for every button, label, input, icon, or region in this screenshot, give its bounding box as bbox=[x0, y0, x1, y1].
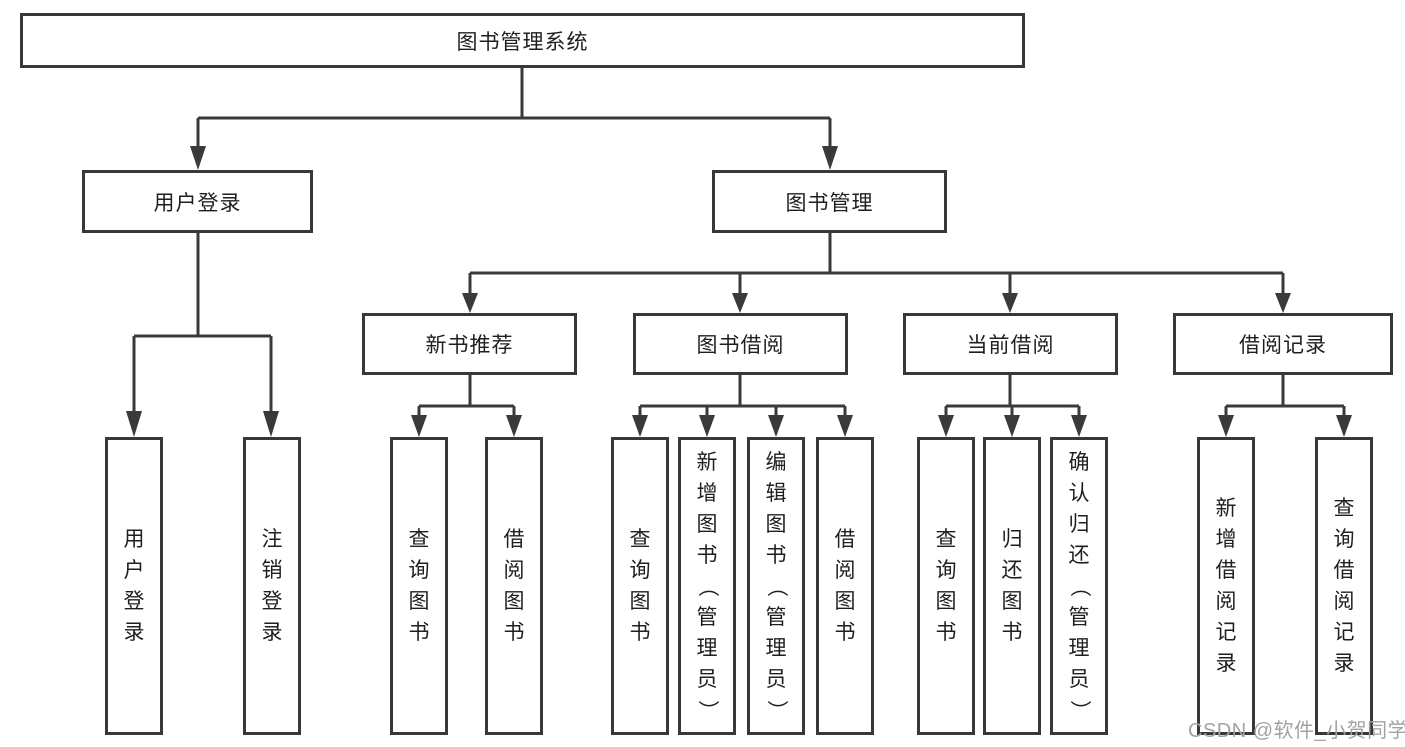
node-user-login: 用户登录 bbox=[82, 170, 313, 233]
node-root-label: 图书管理系统 bbox=[456, 30, 589, 54]
node-current-borrow: 当前借阅 bbox=[903, 313, 1118, 375]
node-user-login-label: 用户登录 bbox=[153, 191, 242, 215]
leaf-query-borrow-record: 查询借阅记录 bbox=[1315, 437, 1373, 735]
node-book-management-label: 图书管理 bbox=[785, 191, 874, 215]
leaf-user-login-label: 用户登录 bbox=[123, 528, 145, 644]
leaf-add-book-admin: 新增图书（管理员） bbox=[678, 437, 736, 735]
leaf-add-borrow-record: 新增借阅记录 bbox=[1197, 437, 1255, 735]
node-current-borrow-label: 当前借阅 bbox=[966, 334, 1055, 357]
node-borrow-records-label: 借阅记录 bbox=[1239, 334, 1327, 357]
leaf-confirm-return-admin-label: 确认归还（管理员） bbox=[1067, 450, 1091, 721]
leaf-borrow-books-recommend: 借阅图书 bbox=[485, 437, 543, 735]
leaf-query-books-recommend-label: 查询图书 bbox=[408, 528, 430, 644]
node-book-management: 图书管理 bbox=[712, 170, 947, 233]
leaf-add-borrow-record-label: 新增借阅记录 bbox=[1215, 497, 1237, 675]
node-book-borrow: 图书借阅 bbox=[633, 313, 848, 375]
leaf-edit-book-admin: 编辑图书（管理员） bbox=[747, 437, 805, 735]
leaf-query-books-current-label: 查询图书 bbox=[935, 528, 957, 644]
leaf-logout: 注销登录 bbox=[243, 437, 301, 735]
leaf-query-borrow-record-label: 查询借阅记录 bbox=[1333, 497, 1355, 675]
leaf-confirm-return-admin: 确认归还（管理员） bbox=[1050, 437, 1108, 735]
node-new-book-recommend-label: 新书推荐 bbox=[425, 334, 514, 357]
leaf-borrow-books-recommend-label: 借阅图书 bbox=[503, 528, 525, 644]
node-book-borrow-label: 图书借阅 bbox=[696, 334, 785, 357]
leaf-add-book-admin-label: 新增图书（管理员） bbox=[695, 450, 719, 721]
leaf-edit-book-admin-label: 编辑图书（管理员） bbox=[764, 450, 788, 721]
leaf-return-books-label: 归还图书 bbox=[1001, 528, 1023, 644]
leaf-query-books-recommend: 查询图书 bbox=[390, 437, 448, 735]
leaf-borrow-books: 借阅图书 bbox=[816, 437, 874, 735]
leaf-return-books: 归还图书 bbox=[983, 437, 1041, 735]
node-borrow-records: 借阅记录 bbox=[1173, 313, 1393, 375]
leaf-logout-label: 注销登录 bbox=[261, 528, 283, 644]
leaf-query-books-borrow: 查询图书 bbox=[611, 437, 669, 735]
leaf-user-login: 用户登录 bbox=[105, 437, 163, 735]
node-root: 图书管理系统 bbox=[20, 13, 1025, 68]
csdn-watermark: CSDN @软件_小贺同学 bbox=[1188, 720, 1405, 742]
node-new-book-recommend: 新书推荐 bbox=[362, 313, 577, 375]
leaf-query-books-borrow-label: 查询图书 bbox=[629, 528, 651, 644]
leaf-query-books-current: 查询图书 bbox=[917, 437, 975, 735]
leaf-borrow-books-label: 借阅图书 bbox=[834, 528, 856, 644]
